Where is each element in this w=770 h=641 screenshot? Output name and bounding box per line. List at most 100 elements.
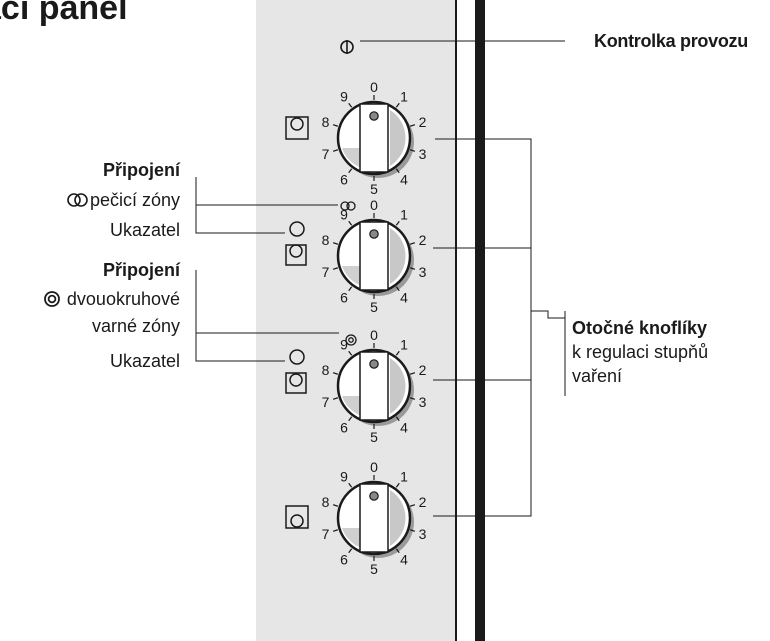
scale-number: 2	[419, 362, 427, 378]
label-connect1-head: Připojení	[102, 160, 180, 180]
scale-number: 4	[400, 551, 408, 567]
scale-number: 7	[322, 394, 330, 410]
scale-tick	[395, 548, 400, 554]
label-connect2-sub1: dvouokruhové	[20, 289, 180, 310]
operation-lamp-icon	[340, 40, 354, 54]
leader-knobs-label	[531, 310, 565, 319]
scale-tick	[332, 529, 339, 532]
label-operation-lamp: Kontrolka provozu	[594, 31, 748, 51]
scale-tick	[395, 286, 400, 292]
indicator-lamp-1-icon	[289, 221, 305, 237]
scale-number: 5	[370, 181, 378, 197]
scale-tick	[332, 372, 339, 375]
scale-number: 7	[322, 526, 330, 542]
scale-number: 8	[322, 114, 330, 130]
leader-connect2	[195, 270, 285, 362]
scale-tick	[395, 102, 400, 108]
scale-number: 1	[400, 337, 408, 353]
label-connect1-sub-text: pečicí zóny	[89, 190, 180, 210]
scale-number: 7	[322, 264, 330, 280]
scale-number: 8	[322, 232, 330, 248]
scale-tick	[332, 397, 339, 400]
scale-tick	[409, 372, 416, 375]
scale-number: 9	[340, 337, 348, 353]
scale-number: 8	[322, 494, 330, 510]
scale-number: 0	[370, 197, 378, 213]
scale-number: 1	[400, 469, 408, 485]
knob-4[interactable]: 0 12 34 5 67 89	[322, 459, 427, 577]
scale-number: 9	[340, 469, 348, 485]
label-connect2-sub2: varné zóny	[91, 316, 180, 336]
zone-square-circle-icon-2	[285, 505, 309, 529]
scale-tick	[409, 529, 416, 532]
scale-number: 4	[400, 419, 408, 435]
scale-number: 8	[322, 362, 330, 378]
leader-knobs	[433, 138, 532, 517]
scale-number: 5	[370, 561, 378, 577]
scale-tick	[332, 242, 339, 245]
label-indicator-2: Ukazatel	[109, 351, 180, 371]
scale-tick	[348, 416, 353, 422]
scale-number: 0	[370, 459, 378, 475]
indicator-lamp-2-icon	[289, 349, 305, 365]
scale-number: 5	[370, 429, 378, 445]
knob-1[interactable]: 0 12 34 5 67 89	[322, 79, 427, 197]
zone-circle-stack-icon-2	[285, 372, 307, 394]
scale-number: 6	[340, 419, 348, 435]
knob-3[interactable]: 0 12 34 5 67 89	[322, 327, 427, 445]
scale-tick	[409, 149, 416, 152]
scale-tick	[395, 168, 400, 174]
scale-number: 4	[400, 171, 408, 187]
scale-number: 3	[419, 526, 427, 542]
label-knobs-sub2: vaření	[572, 366, 623, 386]
label-connect2-sub1-text: dvouokruhové	[66, 289, 180, 309]
scale-number: 4	[400, 289, 408, 305]
leader-connect1	[195, 177, 285, 234]
scale-number: 6	[340, 551, 348, 567]
dual-zone-label-icon	[66, 193, 90, 207]
scale-number: 7	[322, 146, 330, 162]
label-connect1-sub: pečicí zóny	[30, 190, 180, 211]
scale-tick	[332, 149, 339, 152]
door-edge-bar	[475, 0, 485, 641]
scale-tick	[348, 102, 353, 108]
scale-number: 6	[340, 289, 348, 305]
scale-tick	[348, 350, 353, 356]
scale-tick	[348, 548, 353, 554]
scale-tick	[395, 350, 400, 356]
knob-2[interactable]: 0 12 34 5 67 89	[322, 197, 427, 315]
scale-tick	[395, 482, 400, 488]
scale-tick	[409, 124, 416, 127]
dual-circuit-small-icon	[345, 334, 357, 346]
scale-number: 2	[419, 114, 427, 130]
dual-circuit-label-icon	[43, 291, 62, 307]
scale-tick	[332, 267, 339, 270]
scale-number: 9	[340, 89, 348, 105]
scale-number: 3	[419, 146, 427, 162]
scale-number: 1	[400, 207, 408, 223]
scale-tick	[348, 482, 353, 488]
scale-number: 0	[370, 327, 378, 343]
label-indicator-1: Ukazatel	[109, 220, 180, 240]
scale-tick	[332, 124, 339, 127]
scale-tick	[409, 242, 416, 245]
scale-number: 6	[340, 171, 348, 187]
scale-tick	[332, 504, 339, 507]
scale-number: 1	[400, 89, 408, 105]
scale-tick	[348, 168, 353, 174]
scale-tick	[409, 267, 416, 270]
scale-number: 3	[419, 394, 427, 410]
scale-tick	[409, 504, 416, 507]
scale-number: 3	[419, 264, 427, 280]
scale-number: 2	[419, 494, 427, 510]
scale-number: 9	[340, 207, 348, 223]
scale-number: 5	[370, 299, 378, 315]
scale-number: 2	[419, 232, 427, 248]
scale-tick	[409, 397, 416, 400]
label-connect2-head: Připojení	[102, 260, 180, 280]
label-knobs-sub1: k regulaci stupňů	[572, 342, 709, 362]
scale-tick	[395, 220, 400, 226]
label-knobs-head: Otočné knoflíky	[572, 318, 708, 338]
dual-zone-small-icon	[340, 201, 356, 211]
scale-number: 0	[370, 79, 378, 95]
